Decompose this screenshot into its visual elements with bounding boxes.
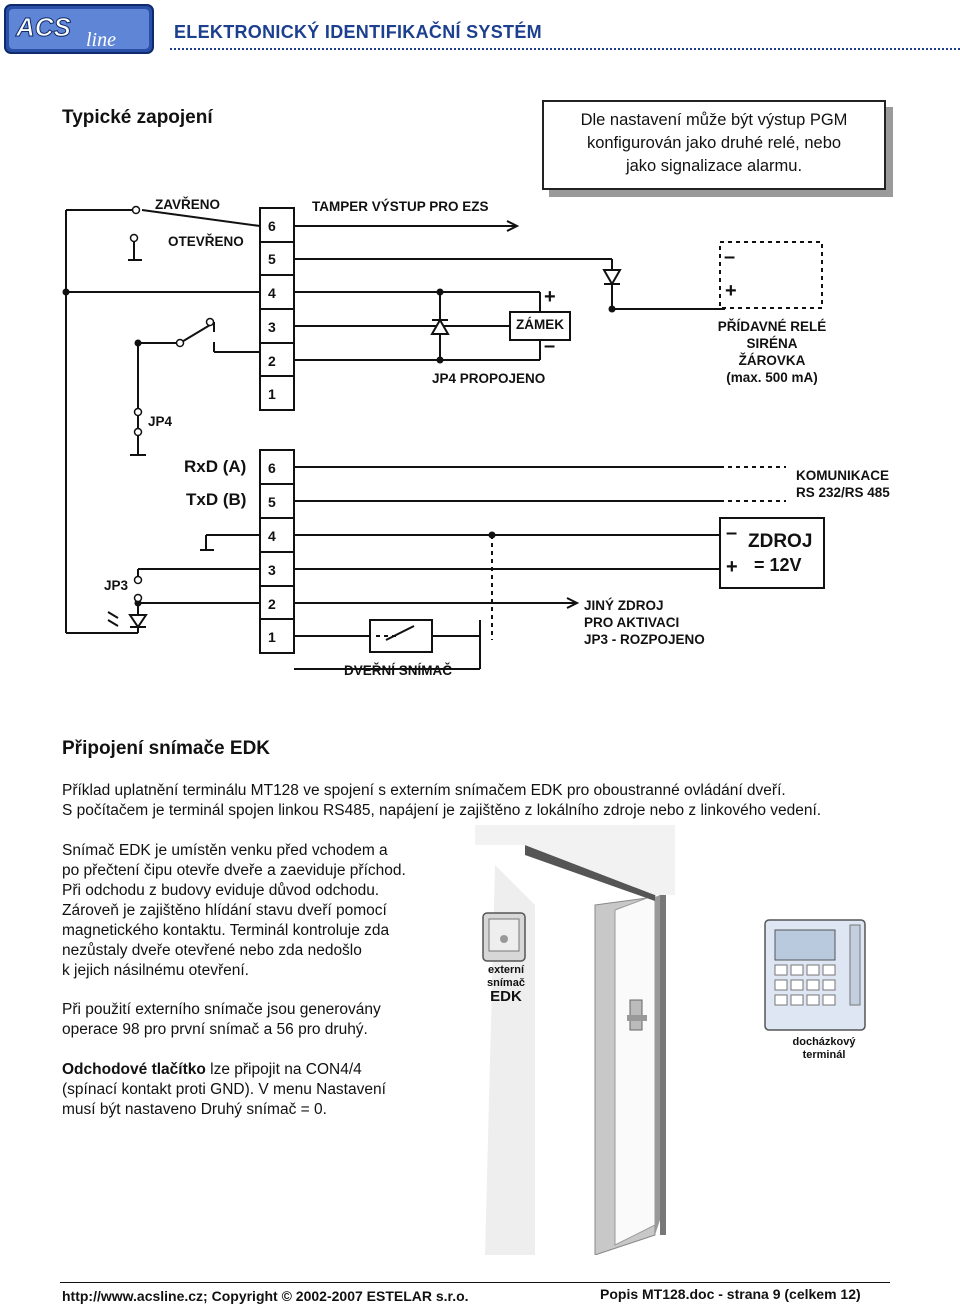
label-jp4: JP4 bbox=[148, 414, 173, 429]
terminal-number: 4 bbox=[268, 528, 276, 544]
para-line: (spínací kontakt proti GND). V menu Nast… bbox=[62, 1081, 386, 1098]
para-line: Odchodové tlačítko lze připojit na CON4/… bbox=[62, 1060, 482, 1080]
label-zavreno: ZAVŘENO bbox=[155, 197, 221, 212]
header-divider bbox=[170, 48, 960, 50]
label-txd: TxD (B) bbox=[186, 490, 247, 509]
footer-copyright: http://www.acsline.cz; Copyright © 2002-… bbox=[62, 1288, 469, 1304]
jiny-zdroj-line: JINÝ ZDROJ bbox=[584, 598, 664, 613]
terminal-number: 6 bbox=[268, 218, 276, 234]
para-line: Zároveň je zajištěno hlídání stavu dveří… bbox=[62, 902, 387, 919]
label-jiny-zdroj: JINÝ ZDROJ PRO AKTIVACI JP3 - ROZPOJENO bbox=[584, 597, 705, 648]
note-box: Dle nastavení může být výstup PGM konfig… bbox=[542, 100, 886, 190]
label-zamek: ZÁMEK bbox=[516, 317, 564, 332]
illus-label-line: externí bbox=[487, 964, 525, 976]
lock-plus: + bbox=[544, 286, 556, 308]
label-otevreno: OTEVŘENO bbox=[168, 234, 244, 249]
para-line: nezůstaly dveře otevřené nebo zda nedošl… bbox=[62, 942, 362, 959]
door-illustration bbox=[465, 825, 875, 1255]
note-line: Dle nastavení může být výstup PGM bbox=[580, 111, 848, 129]
pridavne-line: ŽÁROVKA bbox=[738, 353, 806, 368]
para-line: musí být nastaveno Druhý snímač = 0. bbox=[62, 1101, 327, 1118]
label-rxd: RxD (A) bbox=[184, 457, 247, 476]
label-dochazkovy-terminal: docházkový terminál bbox=[778, 1036, 870, 1062]
para-line: k jejich násilnému otevření. bbox=[62, 962, 249, 979]
terminal-number: 4 bbox=[268, 285, 276, 301]
pridavne-line: PŘÍDAVNÉ RELÉ bbox=[717, 319, 827, 334]
footer-page-info: Popis MT128.doc - strana 9 (celkem 12) bbox=[600, 1286, 861, 1302]
operations-paragraph: Při použití externího snímače jsou gener… bbox=[62, 1000, 482, 1040]
section-heading-typical: Typické zapojení bbox=[62, 107, 213, 128]
label-externi-snimac: externí snímač EDK bbox=[478, 964, 534, 1005]
komunikace-line: KOMUNIKACE bbox=[796, 468, 889, 483]
label-pridavne: PŘÍDAVNÉ RELÉ SIRÉNA ŽÁROVKA (max. 500 m… bbox=[708, 318, 836, 386]
intro-line: S počítačem je terminál spojen linkou RS… bbox=[62, 802, 822, 819]
terminal-number: 3 bbox=[268, 562, 276, 578]
lock-minus: – bbox=[544, 335, 556, 357]
zdroj-minus: – bbox=[726, 522, 738, 544]
pridavne-line: (max. 500 mA) bbox=[726, 370, 818, 385]
note-line: konfigurován jako druhé relé, nebo bbox=[586, 134, 842, 152]
note-line: jako signalizace alarmu. bbox=[625, 157, 803, 175]
wiring-diagram bbox=[62, 205, 825, 670]
exit-button-paragraph: Odchodové tlačítko lze připojit na CON4/… bbox=[62, 1060, 482, 1120]
relay-minus: – bbox=[724, 246, 736, 268]
label-zdroj-voltage: = 12V bbox=[754, 555, 802, 575]
para-line: Snímač EDK je umístěn venku před vchodem… bbox=[62, 842, 388, 859]
label-komunikace: KOMUNIKACE RS 232/RS 485 bbox=[796, 467, 890, 501]
para-line: po přečtení čipu otevře dveře a zaeviduj… bbox=[62, 862, 406, 879]
zdroj-plus: + bbox=[726, 556, 738, 578]
terminal-number: 2 bbox=[268, 596, 276, 612]
acs-line-logo: ACS line bbox=[4, 4, 154, 54]
exit-button-term: Odchodové tlačítko bbox=[62, 1061, 206, 1078]
relay-plus: + bbox=[725, 280, 737, 302]
para-line: magnetického kontaktu. Terminál kontrolu… bbox=[62, 922, 390, 939]
para-line: Při použití externího snímače jsou gener… bbox=[62, 1001, 381, 1018]
terminal-number: 2 bbox=[268, 353, 276, 369]
footer-divider bbox=[60, 1282, 890, 1283]
label-jp4-propojeno: JP4 PROPOJENO bbox=[432, 371, 546, 386]
label-jp3: JP3 bbox=[104, 578, 129, 593]
intro-line: Příklad uplatnění terminálu MT128 ve spo… bbox=[62, 782, 786, 799]
svg-text:ACS: ACS bbox=[15, 12, 72, 42]
jiny-zdroj-line: JP3 - ROZPOJENO bbox=[584, 632, 705, 647]
terminal-number: 5 bbox=[268, 494, 276, 510]
para-line: operace 98 pro první snímač a 56 pro dru… bbox=[62, 1021, 368, 1038]
pridavne-line: SIRÉNA bbox=[746, 336, 798, 351]
label-tamper: TAMPER VÝSTUP PRO EZS bbox=[312, 199, 489, 214]
jiny-zdroj-line: PRO AKTIVACI bbox=[584, 615, 680, 630]
terminal-number: 5 bbox=[268, 251, 276, 267]
terminal-number: 1 bbox=[268, 629, 276, 645]
intro-paragraph: Příklad uplatnění terminálu MT128 ve spo… bbox=[62, 781, 942, 821]
para-line: Při odchodu z budovy eviduje důvod odcho… bbox=[62, 882, 380, 899]
terminal-number: 3 bbox=[268, 319, 276, 335]
header-title: ELEKTRONICKÝ IDENTIFIKAČNÍ SYSTÉM bbox=[174, 22, 542, 42]
label-dverni-snimac: DVEŘNÍ SNÍMAČ bbox=[344, 663, 453, 678]
illus-label-line: EDK bbox=[490, 988, 522, 1005]
illus-label-line: terminál bbox=[802, 1049, 846, 1061]
terminal-number: 1 bbox=[268, 386, 276, 402]
illus-label-line: snímač bbox=[487, 977, 525, 989]
label-zdroj: ZDROJ bbox=[748, 531, 813, 552]
komunikace-line: RS 232/RS 485 bbox=[796, 485, 890, 500]
section-heading-edk: Připojení snímače EDK bbox=[62, 738, 271, 759]
terminal-number: 6 bbox=[268, 460, 276, 476]
illus-label-line: docházkový bbox=[792, 1036, 856, 1048]
description-paragraph: Snímač EDK je umístěn venku před vchodem… bbox=[62, 841, 482, 981]
svg-text:line: line bbox=[86, 29, 116, 51]
para-rest: lze připojit na CON4/4 bbox=[205, 1061, 362, 1078]
